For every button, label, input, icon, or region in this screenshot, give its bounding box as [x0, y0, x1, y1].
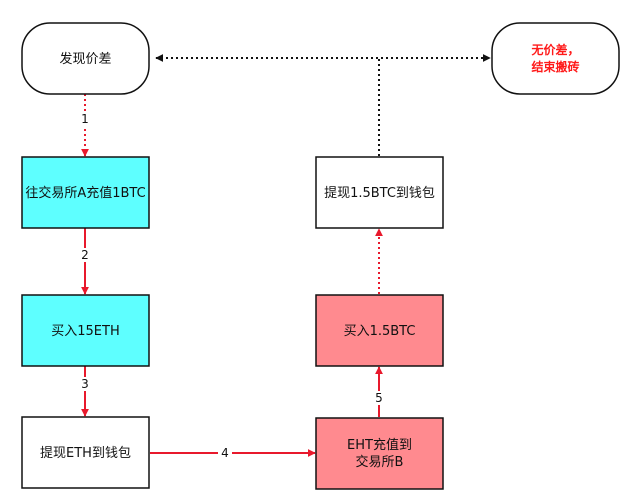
node-withdraw-btc-line-1: 提现1.5BTC到钱包 — [324, 185, 435, 201]
node-withdraw-eth: 提现ETH到钱包 — [21, 416, 150, 489]
node-withdraw-eth-line-1: 提现ETH到钱包 — [40, 445, 131, 461]
node-deposit-b-line-2: 交易所B — [356, 454, 404, 470]
node-deposit-a-shape — [21, 156, 150, 229]
edge-3-label: 3 — [81, 377, 89, 391]
node-start-line-1: 发现价差 — [59, 51, 111, 67]
node-deposit-a-line-1: 往交易所A充值1BTC — [25, 185, 145, 201]
node-buy-eth: 买入15ETH — [21, 294, 150, 367]
node-end-line-2: 结束搬砖 — [531, 59, 579, 74]
node-end-shape — [491, 22, 620, 95]
edge-3-label-bg — [78, 377, 92, 391]
edge-5-label: 5 — [375, 391, 383, 405]
edge-4-label-bg — [218, 446, 232, 460]
node-withdraw-btc-shape — [315, 156, 444, 229]
node-buy-eth-shape — [21, 294, 150, 367]
node-deposit-b-shape — [315, 417, 444, 490]
node-start-shape — [21, 22, 150, 95]
node-deposit-a: 往交易所A充值1BTC — [21, 156, 150, 229]
edge-1-label-bg — [78, 112, 92, 126]
node-buy-btc-shape — [315, 294, 444, 367]
node-withdraw-btc: 提现1.5BTC到钱包 — [315, 156, 444, 229]
node-buy-btc: 买入1.5BTC — [315, 294, 444, 367]
node-withdraw-eth-shape — [21, 416, 150, 489]
edge-4-label: 4 — [221, 446, 229, 460]
node-buy-eth-line-1: 买入15ETH — [51, 324, 119, 339]
node-deposit-b: EHT充值到 交易所B — [315, 417, 444, 490]
edge-2-label: 2 — [81, 248, 89, 262]
edge-5-label-bg — [372, 391, 386, 405]
node-buy-btc-line-1: 买入1.5BTC — [344, 324, 416, 339]
node-start: 发现价差 — [21, 22, 150, 95]
node-deposit-b-line-1: EHT充值到 — [347, 437, 412, 453]
node-end-line-1: 无价差， — [530, 42, 579, 57]
edge-1-label: 1 — [81, 112, 89, 126]
node-end: 无价差， 结束搬砖 — [491, 22, 620, 95]
edge-2-label-bg — [78, 248, 92, 262]
